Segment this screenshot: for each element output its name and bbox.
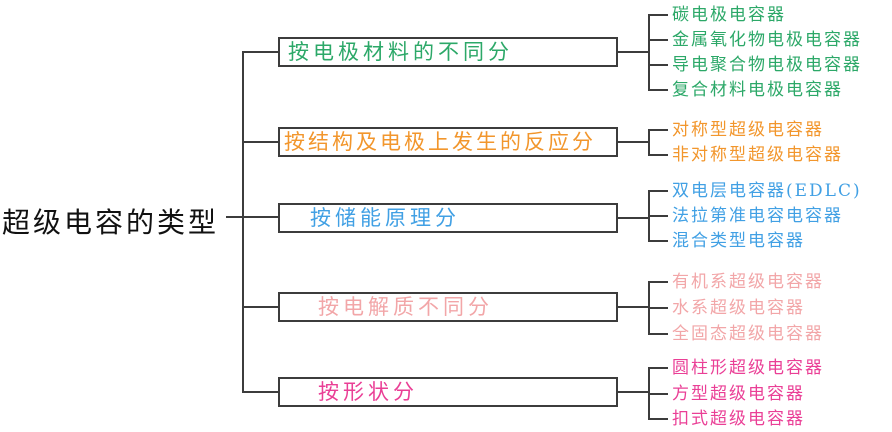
box-out-line — [618, 51, 648, 53]
leaf-stub-line — [648, 215, 668, 217]
leaf-stub-line — [648, 281, 668, 283]
leaf-stub-line — [648, 14, 668, 16]
leaf-stub-line — [648, 190, 668, 192]
branch-stub-line — [242, 391, 278, 393]
root-connector-line — [226, 216, 278, 218]
leaf-label: 法拉第准电容电容器 — [672, 206, 843, 226]
leaf-stub-line — [648, 333, 668, 335]
leaf-stub-line — [648, 89, 668, 91]
leaf-label: 圆柱形超级电容器 — [672, 358, 824, 378]
branch-box-label: 按结构及电极上发生的反应分 — [284, 129, 596, 154]
box-out-line — [618, 141, 648, 143]
fan-line — [648, 14, 650, 91]
leaf-stub-line — [648, 307, 668, 309]
leaf-label: 碳电极电容器 — [672, 5, 786, 25]
leaf-label: 导电聚合物电极电容器 — [672, 55, 862, 75]
leaf-stub-line — [648, 393, 668, 395]
leaf-label: 水系超级电容器 — [672, 298, 805, 318]
leaf-label: 非对称型超级电容器 — [672, 145, 843, 165]
branch-box-label: 按电解质不同分 — [318, 294, 493, 319]
leaf-label: 有机系超级电容器 — [672, 272, 824, 292]
leaf-stub-line — [648, 154, 668, 156]
branch-stub-line — [242, 51, 278, 53]
branch-box-label: 按形状分 — [318, 379, 418, 404]
leaf-label: 对称型超级电容器 — [672, 120, 824, 140]
leaf-stub-line — [648, 240, 668, 242]
branch-box-label: 按储能原理分 — [310, 205, 460, 230]
branch-box-structure-reaction: 按结构及电极上发生的反应分 — [278, 127, 618, 157]
leaf-label: 方型超级电容器 — [672, 384, 805, 404]
box-out-line — [618, 217, 648, 219]
branch-box-shape: 按形状分 — [278, 377, 618, 407]
branch-box-label: 按电极材料的不同分 — [288, 39, 513, 64]
leaf-stub-line — [648, 64, 668, 66]
box-out-line — [618, 391, 648, 393]
leaf-stub-line — [648, 418, 668, 420]
leaf-label: 复合材料电极电容器 — [672, 80, 843, 100]
branch-box-electrolyte: 按电解质不同分 — [278, 292, 618, 322]
branch-box-electrode-material: 按电极材料的不同分 — [278, 37, 618, 67]
branch-stub-line — [242, 306, 278, 308]
fan-line — [648, 129, 650, 156]
leaf-stub-line — [648, 39, 668, 41]
leaf-stub-line — [648, 129, 668, 131]
leaf-label: 扣式超级电容器 — [672, 409, 805, 429]
leaf-stub-line — [648, 367, 668, 369]
box-out-line — [618, 306, 648, 308]
leaf-label: 全固态超级电容器 — [672, 324, 824, 344]
branch-box-energy-storage-principle: 按储能原理分 — [278, 203, 618, 233]
trunk-line — [242, 51, 244, 393]
leaf-label: 混合类型电容器 — [672, 231, 805, 251]
leaf-label: 双电层电容器(EDLC) — [672, 181, 862, 201]
branch-stub-line — [242, 141, 278, 143]
leaf-label: 金属氧化物电极电容器 — [672, 30, 862, 50]
root-label: 超级电容的类型 — [2, 206, 220, 239]
